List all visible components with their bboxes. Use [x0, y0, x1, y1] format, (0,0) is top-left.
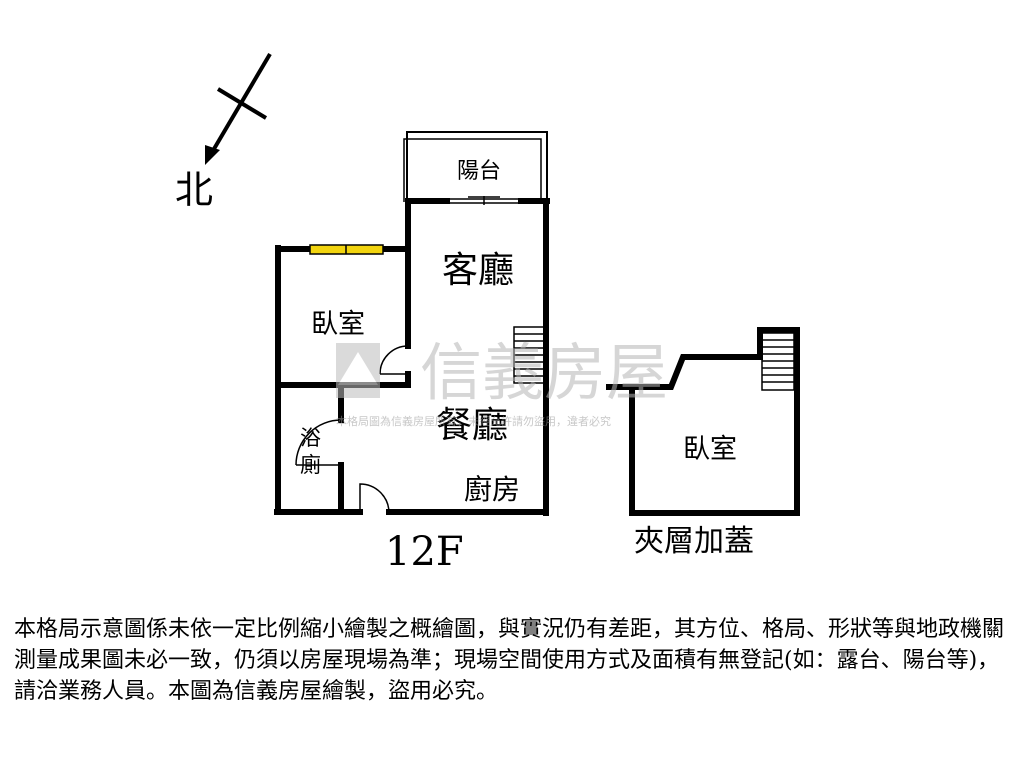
bathroom-label-line2: 廁 — [300, 453, 321, 477]
mezzanine-label: 夾層加蓋 — [634, 524, 754, 559]
living-room-label: 客廳 — [442, 250, 514, 291]
kitchen-label: 廚房 — [464, 473, 520, 506]
floor-plan-drawing: 北 陽台 — [175, 52, 800, 575]
balcony: 陽台 — [403, 131, 548, 202]
disclaimer-text: 本格局示意圖係未依一定比例縮小繪製之概繪圖，與實況仍有差距，其方位、格局、形狀等… — [14, 617, 1005, 704]
watermark-brand: 信義房屋 — [420, 336, 668, 409]
floor-label: 12F — [385, 529, 464, 575]
watermark: 信義房屋 本格局圖為信義房屋所有，未經允許請勿盜用，違者必究 — [336, 336, 668, 428]
balcony-sliding-door — [447, 196, 521, 205]
bedroom-label: 臥室 — [311, 309, 365, 340]
mezzanine-bedroom-label: 臥室 — [683, 434, 737, 465]
walls-12f — [274, 198, 550, 516]
staircase-mezzanine — [761, 332, 795, 391]
north-compass: 北 — [175, 52, 272, 212]
dining-room-label: 餐廳 — [436, 405, 508, 446]
bathroom-door — [295, 419, 342, 466]
entrance-door — [359, 483, 390, 513]
balcony-label: 陽台 — [457, 159, 501, 184]
watermark-notice: 本格局圖為信義房屋所有，未經允許請勿盜用，違者必究 — [336, 414, 611, 428]
watermark-logo-house-icon — [338, 352, 378, 385]
staircase-12f — [513, 326, 546, 384]
bedroom-window — [309, 244, 384, 255]
bedroom-door — [379, 345, 409, 375]
mezzanine-walls — [606, 327, 800, 516]
bathroom-label-line1: 浴 — [300, 426, 321, 450]
compass-north-label: 北 — [175, 168, 213, 212]
compass-arrow-head — [205, 145, 220, 165]
compass-cross-line — [216, 87, 268, 120]
